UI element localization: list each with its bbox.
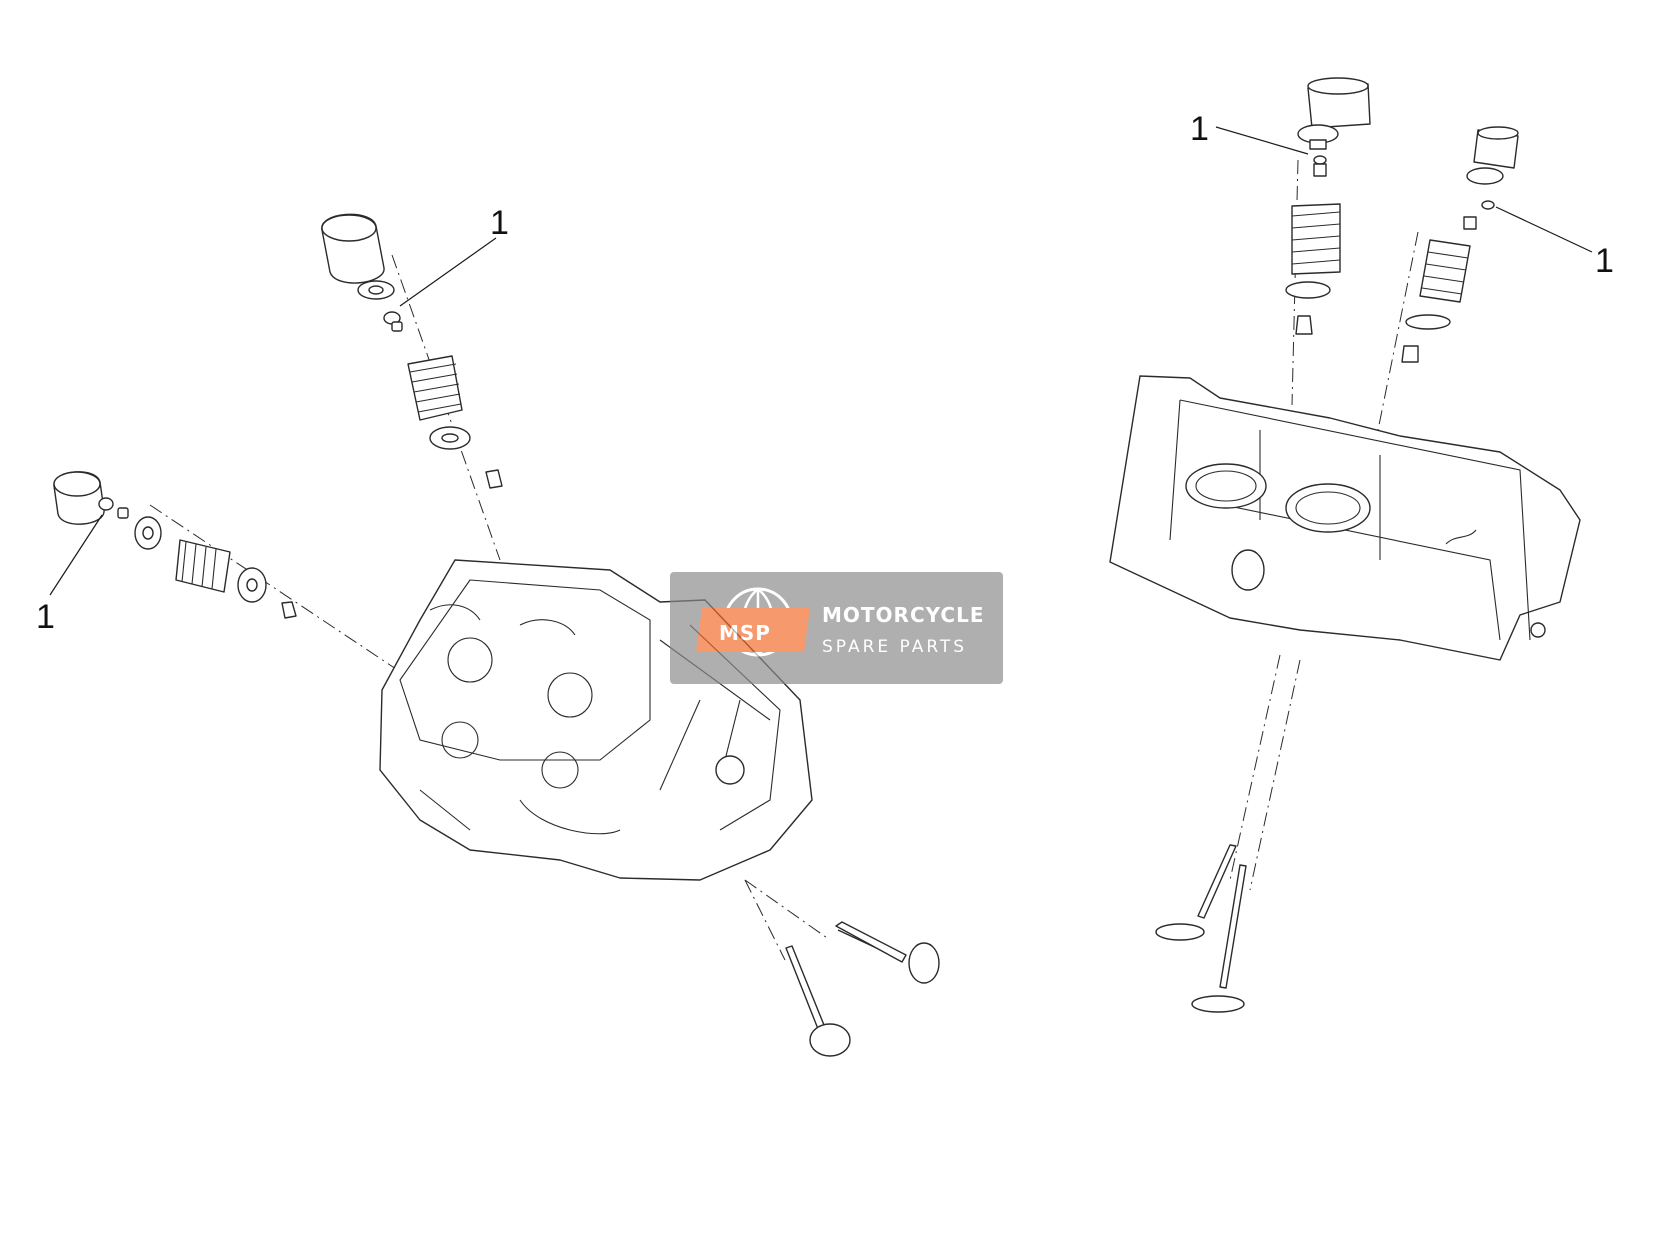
right-cylinder-head-assembly	[1109, 77, 1593, 1013]
tappet-bucket-left	[53, 471, 105, 525]
valve-spring-upper	[407, 355, 463, 421]
spring-retainer-right-b	[1466, 167, 1504, 185]
spring-retainer-right-a	[1297, 124, 1339, 150]
valve-seal-right-a	[1295, 315, 1313, 335]
spring-seat-upper	[429, 426, 471, 450]
callout-label: 1	[1190, 110, 1209, 148]
valve-intake-left	[785, 945, 851, 1057]
watermark-line2: SPARE PARTS	[822, 637, 967, 657]
callout-label: 1	[490, 204, 509, 242]
valve-cotter-left	[98, 497, 129, 519]
spring-retainer-upper	[357, 280, 395, 300]
valve-seal-upper	[485, 469, 503, 489]
tappet-bucket-upper	[321, 213, 385, 284]
callout-label: 1	[36, 598, 55, 636]
watermark: MSP MOTORCYCLE SPARE PARTS	[670, 572, 1003, 684]
valve-spring-right-a	[1291, 203, 1341, 275]
leader-line-c	[1215, 126, 1309, 155]
tappet-bucket-right-b	[1473, 126, 1519, 169]
valve-cotter-right-b	[1463, 200, 1495, 230]
msp-logo-text: MSP	[719, 621, 771, 645]
valve-spring-left	[175, 539, 231, 593]
spring-retainer-left	[134, 516, 162, 550]
valve-spring-right-b	[1419, 239, 1471, 303]
valve-intake-right	[1155, 844, 1237, 941]
leader-line-a	[399, 237, 497, 307]
watermark-line1: MOTORCYCLE	[822, 603, 984, 627]
valve-cotter-right-a	[1313, 155, 1327, 177]
valve-exhaust-left	[835, 921, 940, 984]
cylinder-head-right	[1109, 375, 1581, 661]
tappet-bucket-right-a	[1307, 77, 1371, 129]
valve-cotter-upper	[383, 311, 403, 332]
spring-seat-right-b	[1405, 314, 1451, 330]
spring-seat-right-a	[1285, 281, 1331, 299]
msp-logo-badge	[696, 608, 810, 652]
leader-line-d	[1495, 206, 1593, 253]
spring-seat-left	[237, 567, 267, 603]
valve-seal-left	[281, 601, 297, 619]
valve-exhaust-right	[1191, 864, 1247, 1013]
callout-label: 1	[1595, 242, 1614, 280]
leader-line-b	[49, 514, 103, 596]
valve-seal-right-b	[1401, 345, 1419, 363]
